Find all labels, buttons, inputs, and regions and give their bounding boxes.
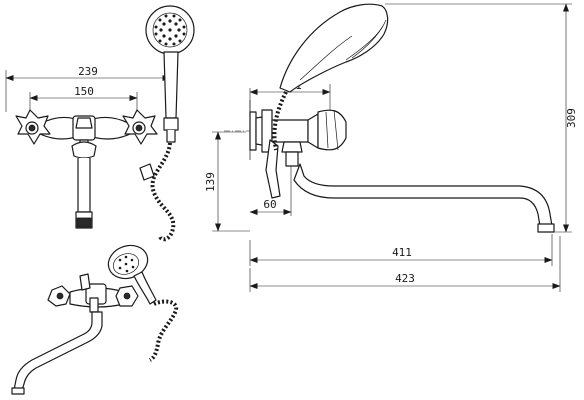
dim-side-wall-height: 139 <box>204 131 250 232</box>
dim-side-height: 309 <box>385 3 578 233</box>
label-309: 309 <box>565 108 578 128</box>
perspective-spout <box>11 311 103 395</box>
perspective-right-handle[interactable] <box>115 285 139 307</box>
side-spout <box>293 163 555 233</box>
dim-spout-reach: 411 <box>249 234 553 266</box>
front-left-handle[interactable] <box>15 109 51 145</box>
front-hand-shower <box>145 5 195 143</box>
label-60: 60 <box>263 198 276 211</box>
front-spout-pipe <box>71 141 97 229</box>
front-shower-hose <box>150 142 176 242</box>
side-shower-hose <box>272 91 288 151</box>
side-hand-shower <box>279 3 389 93</box>
label-139: 139 <box>204 172 217 192</box>
perspective-hand-shower <box>107 244 157 305</box>
side-valve-body <box>249 109 347 199</box>
hose-nut <box>139 163 155 181</box>
label-423: 423 <box>395 272 415 285</box>
dim-front-center-distance: 150 <box>29 85 138 112</box>
shower-nozzle-dots <box>154 14 186 46</box>
dim-overall-length: 423 <box>249 236 561 292</box>
label-239: 239 <box>78 65 98 78</box>
label-411: 411 <box>392 246 412 259</box>
front-right-handle[interactable] <box>122 109 158 145</box>
side-view: 309 121 139 60 411 <box>204 3 578 292</box>
perspective-left-handle[interactable] <box>47 285 71 307</box>
label-150: 150 <box>74 85 94 98</box>
perspective-mixer-body <box>69 273 125 313</box>
perspective-view <box>11 244 179 395</box>
front-view: 239 150 <box>5 5 195 242</box>
perspective-shower-hose <box>148 299 179 362</box>
